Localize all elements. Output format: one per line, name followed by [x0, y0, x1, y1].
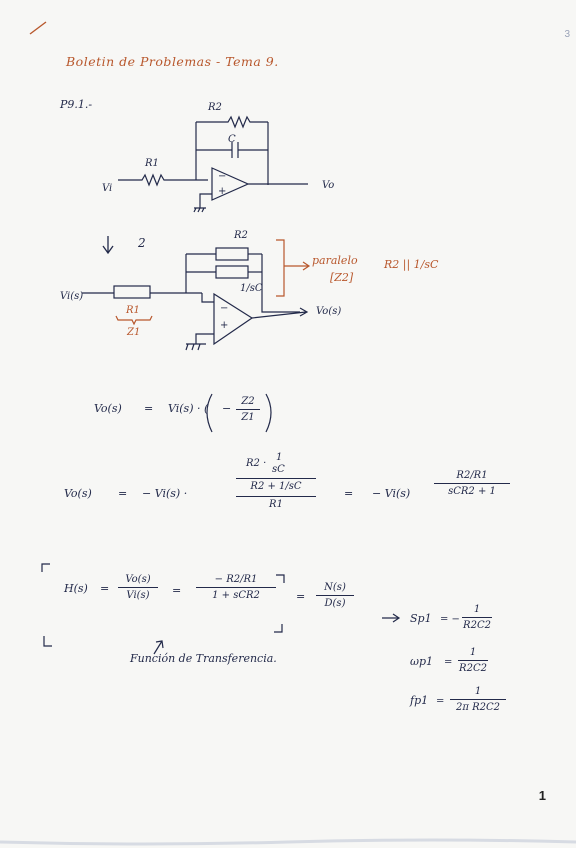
eq3-eq: = [100, 582, 110, 595]
c1-r1-label: R1 [145, 158, 159, 169]
eq1-lhs: Vo(s) [94, 402, 122, 415]
eq2-minus-vi: − Vi(s) · [142, 487, 188, 500]
eq2-top-num-c: sC [272, 464, 285, 475]
c2-c-label: 1/sC [240, 283, 263, 294]
eq2-main-fraction: R2 · 1 sC R2 + 1/sC R1 [236, 452, 316, 510]
note-z2: [Z2] [330, 271, 354, 284]
problem-label: P9.1.- [60, 98, 93, 111]
sp1-fraction: 1 R2C2 [462, 604, 492, 631]
page-title: Boletin de Problemas - Tema 9. [66, 54, 279, 69]
eq3-f3-num: N(s) [324, 582, 346, 593]
eq3-fraction-3: N(s) D(s) [316, 582, 354, 609]
fp1-bar [450, 699, 506, 700]
c2-minus: − [220, 303, 229, 314]
c2-vi-label: Vi(s) [60, 291, 84, 302]
fp1-eq: = [436, 696, 445, 707]
fp1-fraction: 1 2π R2C2 [450, 686, 506, 713]
c1-minus: − [218, 171, 227, 182]
eq2-top-den: R2 + 1/sC [250, 481, 302, 492]
eq1-den: Z1 [241, 412, 255, 423]
eq2-rhs-den: sCR2 + 1 [448, 486, 496, 497]
eq2-rhs-bar [434, 483, 510, 484]
fp1-label: fp1 [410, 694, 429, 707]
wp1-den: R2C2 [459, 663, 487, 674]
eq1-minus: − [222, 402, 232, 415]
eq2-rhs-vi: − Vi(s) [372, 487, 411, 500]
eq2-eq: = [118, 487, 128, 500]
eq3-f2-bar [196, 587, 276, 588]
eq2-outer-bar [236, 496, 316, 497]
eq1-parens [206, 393, 272, 433]
c2-z1-label: Z1 [127, 327, 141, 338]
paralelo-bracket [115, 239, 311, 326]
wp1-label: ωp1 [410, 655, 434, 668]
eq3-eq2: = [172, 584, 182, 597]
eq2-eq2: = [344, 487, 354, 500]
eq2-top-num: R2 · 1 sC [236, 452, 316, 476]
eq2-top-num-a: R2 · [246, 458, 267, 469]
eq3-f1-bar [118, 587, 158, 588]
wp1-eq: = [444, 657, 453, 668]
eq3-f1-den: Vi(s) [126, 590, 150, 601]
c2-plus: + [220, 320, 229, 331]
step-arrow [102, 236, 114, 255]
wp1-fraction: 1 R2C2 [458, 647, 488, 674]
fp1-den: 2π R2C2 [455, 702, 501, 713]
sp1-den: R2C2 [463, 620, 491, 631]
sp1-eq: = − [440, 614, 460, 625]
c1-vi-label: Vi [102, 183, 113, 194]
eq1-fraction: Z2 Z1 [236, 396, 260, 423]
c1-c-label: C [228, 134, 236, 145]
h-brackets [41, 563, 285, 647]
eq1-bar [236, 409, 260, 410]
eq3-lhs: H(s) [64, 582, 88, 595]
c1-r2-label: R2 [208, 102, 222, 113]
note-r2-parallel: R2 || 1/sC [384, 258, 439, 271]
circuit-1 [118, 115, 308, 213]
eq2-top-num-b: 1 [276, 452, 283, 463]
sp1-bar [462, 617, 492, 618]
pen-doodle [29, 21, 47, 35]
corner-mark: 3 [564, 29, 570, 40]
eq1-vi: Vi(s) · ( [168, 402, 209, 415]
eq3-f2-num: − R2/R1 [214, 574, 258, 585]
eq3-fraction-1: Vo(s) Vi(s) [118, 574, 158, 601]
eq2-rhs-fraction: R2/R1 sCR2 + 1 [434, 470, 510, 497]
c2-vo-label: Vo(s) [316, 306, 342, 317]
note-paralelo: paralelo [312, 254, 358, 267]
sp1-num: 1 [473, 604, 481, 615]
page-edge [0, 838, 576, 846]
eq3-eq3: = [296, 590, 306, 603]
c2-r1-label: R1 [126, 305, 140, 316]
eq1-eq: = [144, 402, 154, 415]
wp1-num: 1 [469, 647, 477, 658]
eq3-f2-den: 1 + sCR2 [212, 590, 260, 601]
page-number: 1 [538, 788, 546, 803]
step-marker: 2 [138, 236, 146, 250]
eq3-caption: Función de Transferencia. [130, 652, 277, 665]
eq2-inner-bar [236, 478, 316, 479]
c2-r2-label: R2 [234, 230, 248, 241]
c1-vo-label: Vo [322, 180, 335, 191]
eq3-f3-den: D(s) [324, 598, 346, 609]
fp1-num: 1 [474, 686, 482, 697]
circuit-2 [82, 247, 309, 351]
eq1-num: Z2 [241, 396, 255, 407]
wp1-bar [458, 660, 488, 661]
sp1-label: Sp1 [410, 612, 432, 625]
eq2-rhs-num: R2/R1 [456, 470, 488, 481]
eq3-fraction-2: − R2/R1 1 + sCR2 [196, 574, 276, 601]
function-arrow [153, 640, 164, 655]
c1-plus: + [218, 186, 227, 197]
pole-arrow [382, 613, 401, 623]
eq3-f3-bar [316, 595, 354, 596]
eq2-den: R1 [269, 499, 283, 510]
eq2-lhs: Vo(s) [64, 487, 92, 500]
eq3-f1-num: Vo(s) [125, 574, 151, 585]
